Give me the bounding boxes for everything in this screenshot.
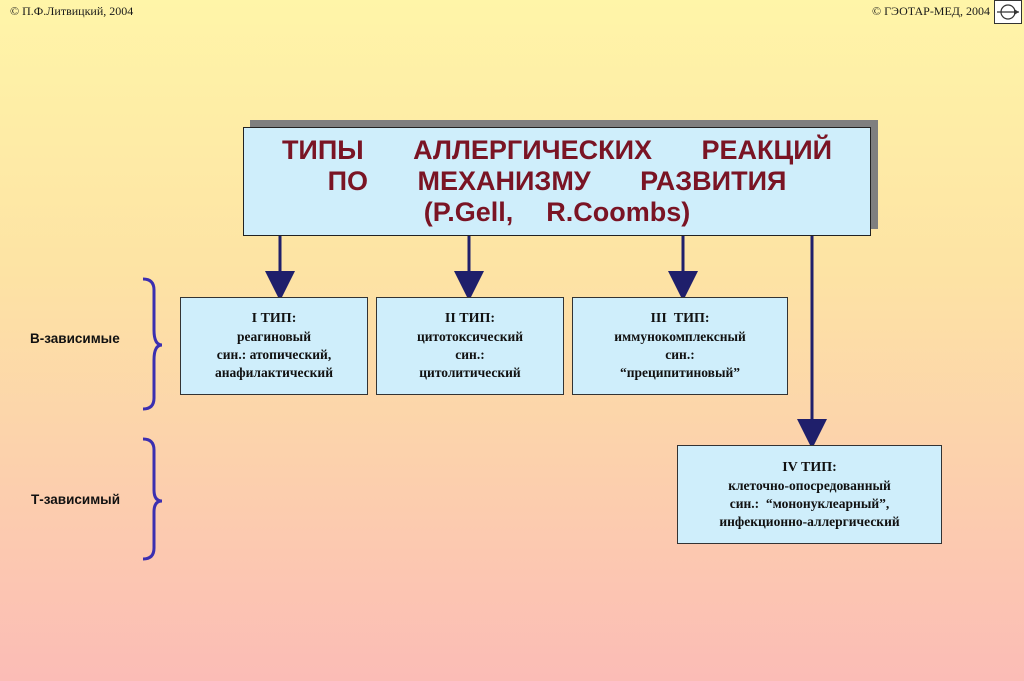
type-2-line: цитолитический bbox=[419, 365, 521, 380]
type-3-box: III ТИП: иммунокомплексный син.: “прецип… bbox=[572, 297, 788, 395]
type-3-title: III ТИП: bbox=[650, 311, 710, 326]
type-4-box: IV ТИП: клеточно-опосредованный син.: “м… bbox=[677, 445, 942, 544]
type-1-line: анафилактический bbox=[214, 365, 333, 380]
type-4-title: IV ТИП: bbox=[782, 459, 837, 475]
type-1-line: син.: атопический, bbox=[216, 347, 332, 362]
brace-t-dependent bbox=[142, 437, 163, 561]
type-2-title: II ТИП: bbox=[444, 311, 496, 326]
type-2-box: II ТИП: цитотоксический син.: цитолитиче… bbox=[376, 297, 564, 395]
publisher-logo-icon[interactable] bbox=[994, 0, 1022, 24]
title-line-2: ПО МЕХАНИЗМУ РАЗВИТИЯ bbox=[327, 166, 787, 196]
type-1-title: I ТИП: bbox=[251, 311, 297, 326]
type-4-line: клеточно-опосредованный bbox=[728, 477, 891, 493]
type-3-line: син.: bbox=[665, 347, 695, 362]
type-3-line: “преципитиновый” bbox=[619, 365, 741, 380]
title-line-1: ТИПЫ АЛЛЕРГИЧЕСКИХ РЕАКЦИЙ bbox=[281, 135, 833, 165]
type-1-box: I ТИП: реагиновый син.: атопический, ана… bbox=[180, 297, 368, 395]
diagram-title-box: ТИПЫ АЛЛЕРГИЧЕСКИХ РЕАКЦИЙ ПО МЕХАНИЗМУ … bbox=[243, 127, 871, 236]
type-1-line: реагиновый bbox=[237, 329, 311, 344]
copyright-left: © П.Ф.Литвицкий, 2004 bbox=[10, 4, 134, 18]
label-t-dependent: Т-зависимый bbox=[31, 492, 121, 507]
type-4-line: инфекционно-аллергический bbox=[719, 513, 900, 529]
label-b-dependent: В-зависимые bbox=[30, 331, 120, 346]
type-4-line: син.: “мононуклеарный”, bbox=[729, 495, 890, 511]
title-line-3: (P.Gell, R.Coombs) bbox=[423, 197, 691, 227]
type-2-line: син.: bbox=[455, 347, 485, 362]
brace-b-dependent bbox=[142, 277, 163, 411]
type-2-line: цитотоксический bbox=[416, 329, 524, 344]
copyright-right: © ГЭОТАР-МЕД, 2004 bbox=[871, 4, 990, 18]
type-3-line: иммунокомплексный bbox=[614, 329, 746, 344]
